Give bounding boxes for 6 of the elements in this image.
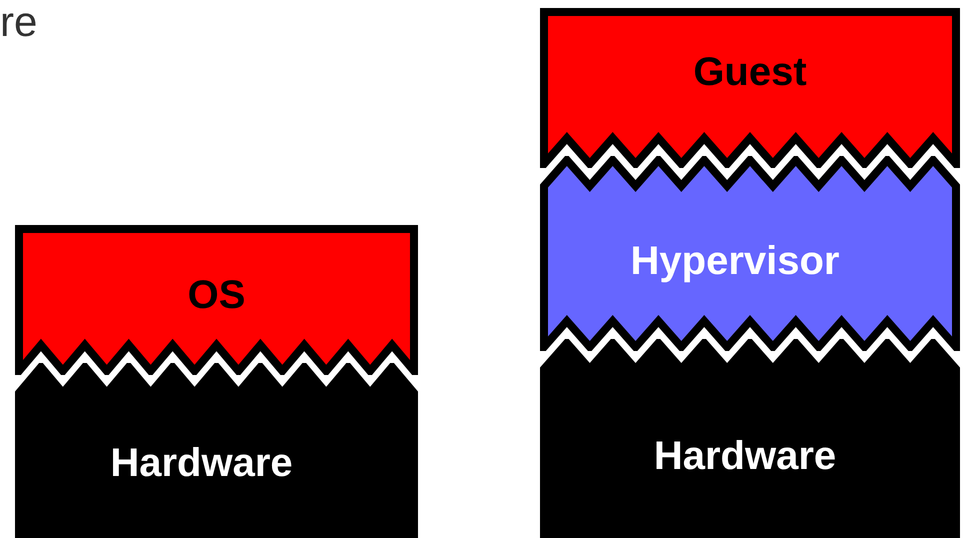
layer-label: OS: [188, 273, 246, 318]
layer-label: Guest: [693, 50, 807, 95]
heading-text: re: [0, 0, 38, 46]
layer-label: Hardware: [654, 434, 836, 479]
layer-label: Hypervisor: [630, 239, 840, 284]
layer-label: Hardware: [110, 441, 293, 486]
